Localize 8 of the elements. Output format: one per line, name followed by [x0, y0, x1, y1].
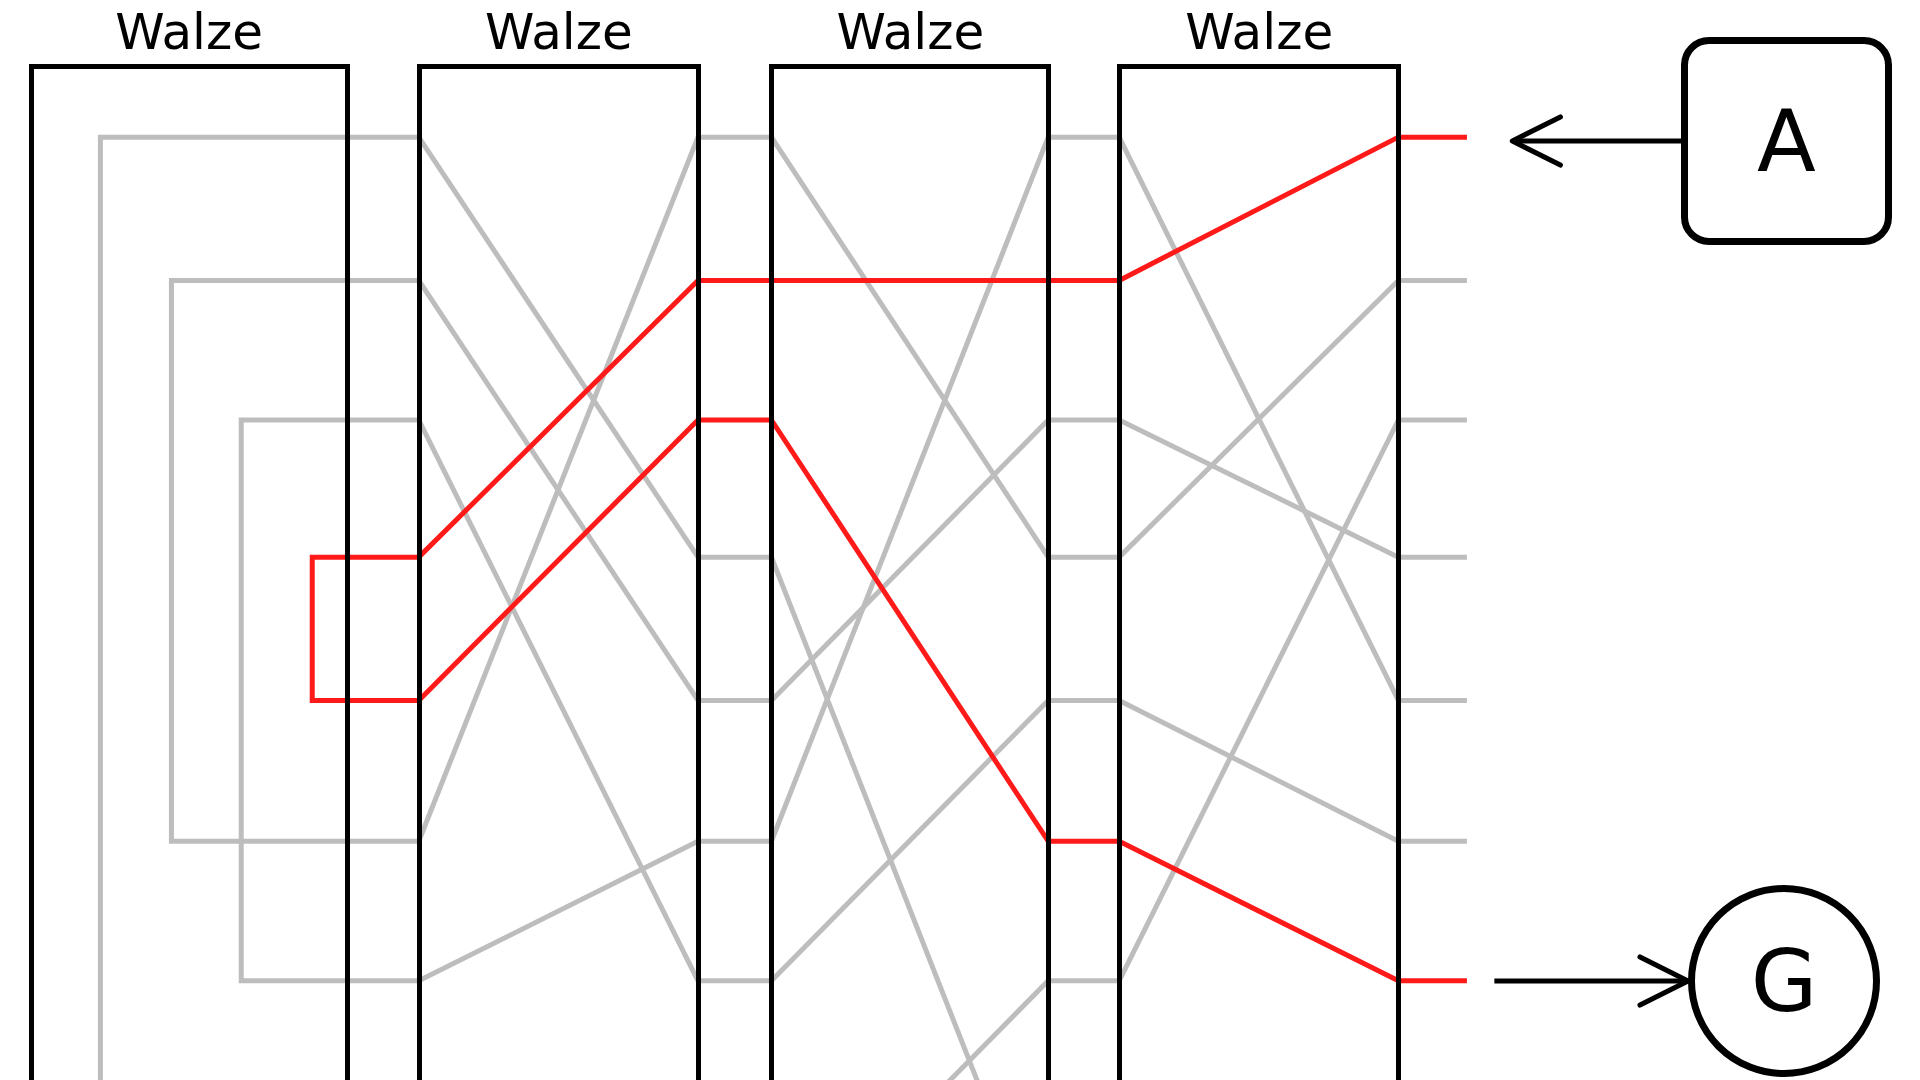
rotor-heading: Walze — [836, 7, 985, 57]
rotor-heading: Walze — [1185, 7, 1334, 57]
rotor-heading: Walze — [115, 7, 263, 57]
arrow — [1509, 114, 1681, 168]
lamp-letter: G — [1750, 938, 1818, 1024]
letter-key-box — [1681, 37, 1892, 245]
key-letter: A — [1757, 98, 1816, 184]
rotor-heading: Walze — [484, 7, 633, 57]
